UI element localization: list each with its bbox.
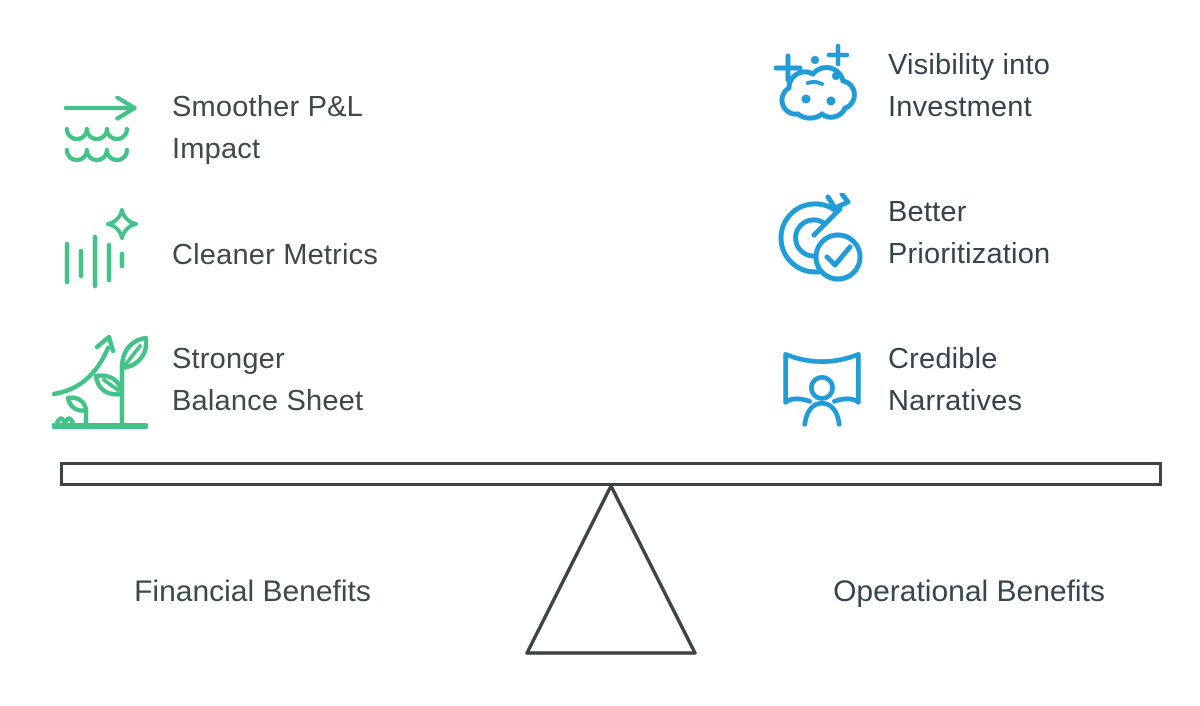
- benefit-label-line: Impact: [172, 133, 261, 165]
- financial-benefits-label: Financial Benefits: [134, 575, 371, 608]
- benefit-label-line: Visibility into: [888, 49, 1051, 81]
- benefit-label-line: Smoother P&L: [172, 91, 363, 123]
- benefit-label-line: Investment: [888, 91, 1032, 123]
- bars-sparkle-icon: [58, 204, 144, 290]
- benefit-label-line: Better: [888, 196, 967, 228]
- benefit-item-visibility-investment: Visibility into Investment: [888, 44, 1050, 128]
- benefit-item-stronger-balance-sheet: Stronger Balance Sheet: [172, 338, 363, 422]
- cloud-sparkles-icon: [774, 38, 866, 130]
- fulcrum-triangle: [519, 483, 703, 662]
- panorama-person-icon: [778, 340, 866, 432]
- benefit-item-cleaner-metrics: Cleaner Metrics: [172, 234, 378, 276]
- benefit-label-line: Credible: [888, 343, 998, 375]
- arrow-over-waves-icon: [64, 96, 146, 162]
- benefit-label-line: Cleaner Metrics: [172, 239, 379, 271]
- benefit-label-line: Narratives: [888, 385, 1023, 417]
- benefit-item-better-prioritization: Better Prioritization: [888, 191, 1050, 275]
- benefit-item-credible-narratives: Credible Narratives: [888, 338, 1022, 422]
- benefit-label-line: Balance Sheet: [172, 385, 364, 417]
- benefit-label-line: Prioritization: [888, 238, 1051, 270]
- benefit-label-line: Stronger: [172, 343, 285, 375]
- benefit-item-smoother-pl: Smoother P&L Impact: [172, 86, 363, 170]
- plant-growth-icon: [52, 334, 148, 430]
- target-dart-check-icon: [776, 193, 868, 285]
- operational-benefits-label: Operational Benefits: [833, 575, 1105, 608]
